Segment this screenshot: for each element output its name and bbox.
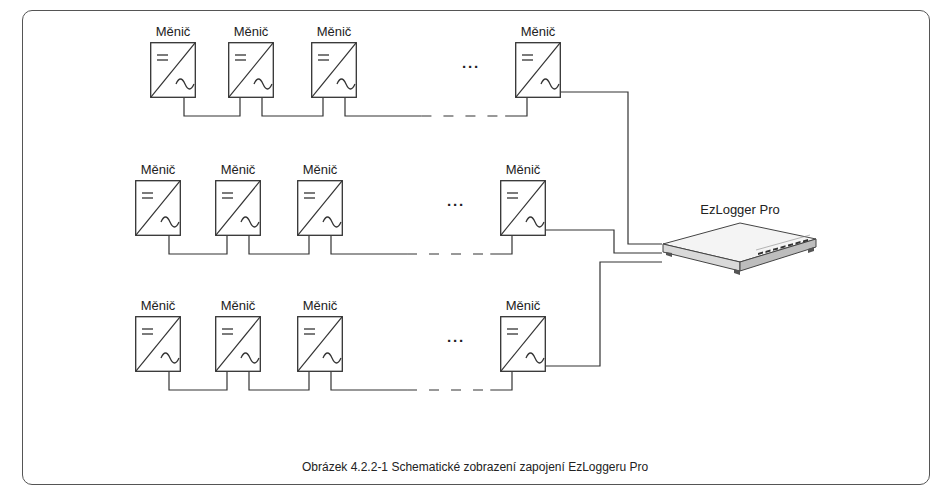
inverter-box	[215, 180, 261, 236]
dc-ac-symbol	[311, 42, 357, 98]
inverter-box	[297, 180, 343, 236]
node-label: Měnič	[303, 162, 338, 177]
bus-connector	[184, 98, 240, 116]
wire-segment	[490, 372, 512, 390]
bus-connector	[345, 98, 527, 116]
inverter-box	[500, 180, 546, 236]
wire-segment	[169, 372, 227, 390]
logger-box	[660, 220, 820, 280]
wire-segment	[490, 236, 512, 254]
wire-segment	[262, 98, 323, 116]
bus-connector	[331, 372, 512, 390]
inverter-node: Měnič	[500, 162, 546, 236]
node-label: Měnič	[521, 24, 556, 39]
inverter-box	[228, 42, 274, 98]
dc-ac-symbol	[228, 42, 274, 98]
logger-device	[660, 220, 820, 280]
inverter-box	[311, 42, 357, 98]
inverter-node: Měnič	[297, 298, 343, 372]
figure-caption: Obrázek 4.2.2-1 Schematické zobrazení za…	[302, 460, 648, 474]
wire-segment	[184, 98, 240, 116]
dc-ac-symbol	[500, 316, 546, 372]
wire-segment	[546, 230, 662, 253]
inverter-node: Měnič	[311, 24, 357, 98]
inverter-box	[515, 42, 561, 98]
bus-connector	[546, 262, 662, 366]
bus-connector	[262, 98, 323, 116]
inverter-node: Měnič	[500, 298, 546, 372]
inverter-node: Měnič	[215, 298, 261, 372]
dc-ac-symbol	[135, 180, 181, 236]
wire-segment	[249, 236, 309, 254]
node-label: Měnič	[303, 298, 338, 313]
node-label: Měnič	[221, 298, 256, 313]
inverter-box	[150, 42, 196, 98]
dc-ac-symbol	[515, 42, 561, 98]
bus-connector	[249, 236, 309, 254]
wire-segment	[407, 389, 490, 390]
inverter-node: Měnič	[135, 162, 181, 236]
inverter-node: Měnič	[228, 24, 274, 98]
wire-segment	[345, 98, 421, 116]
wire-segment	[331, 372, 407, 390]
inverter-box	[135, 316, 181, 372]
dc-ac-symbol	[215, 180, 261, 236]
node-label: EzLogger Pro	[700, 202, 780, 217]
bus-connector	[331, 236, 512, 254]
inverter-node: Měnič	[135, 298, 181, 372]
wire-segment	[169, 236, 227, 254]
inverter-node: Měnič	[215, 162, 261, 236]
node-label: Měnič	[506, 162, 541, 177]
dc-ac-symbol	[297, 180, 343, 236]
inverter-box	[215, 316, 261, 372]
ellipsis-mark: ···	[447, 196, 465, 213]
inverter-box	[135, 180, 181, 236]
wire-segment	[331, 236, 407, 254]
node-label: Měnič	[234, 24, 269, 39]
node-label: Měnič	[156, 24, 191, 39]
inverter-box	[500, 316, 546, 372]
dc-ac-symbol	[297, 316, 343, 372]
node-label: Měnič	[141, 298, 176, 313]
wire-segment	[505, 98, 527, 116]
inverter-box	[297, 316, 343, 372]
inverter-node: Měnič	[150, 24, 196, 98]
bus-connector	[546, 230, 662, 253]
wire-segment	[407, 253, 490, 254]
bus-connector	[249, 372, 309, 390]
node-label: Měnič	[221, 162, 256, 177]
wire-segment	[249, 372, 309, 390]
node-label: Měnič	[141, 162, 176, 177]
dc-ac-symbol	[135, 316, 181, 372]
ellipsis-mark: ···	[462, 58, 480, 75]
logger-node: EzLogger Pro	[660, 202, 820, 280]
inverter-node: Měnič	[515, 24, 561, 98]
node-label: Měnič	[317, 24, 352, 39]
bus-connector	[169, 372, 227, 390]
ellipsis-mark: ···	[447, 332, 465, 349]
wire-segment	[561, 92, 662, 244]
dc-ac-symbol	[500, 180, 546, 236]
inverter-node: Měnič	[297, 162, 343, 236]
wire-segment	[546, 262, 662, 366]
dc-ac-symbol	[215, 316, 261, 372]
wire-segment	[421, 115, 505, 116]
bus-connector	[561, 92, 662, 244]
node-label: Měnič	[506, 298, 541, 313]
dc-ac-symbol	[150, 42, 196, 98]
bus-connector	[169, 236, 227, 254]
